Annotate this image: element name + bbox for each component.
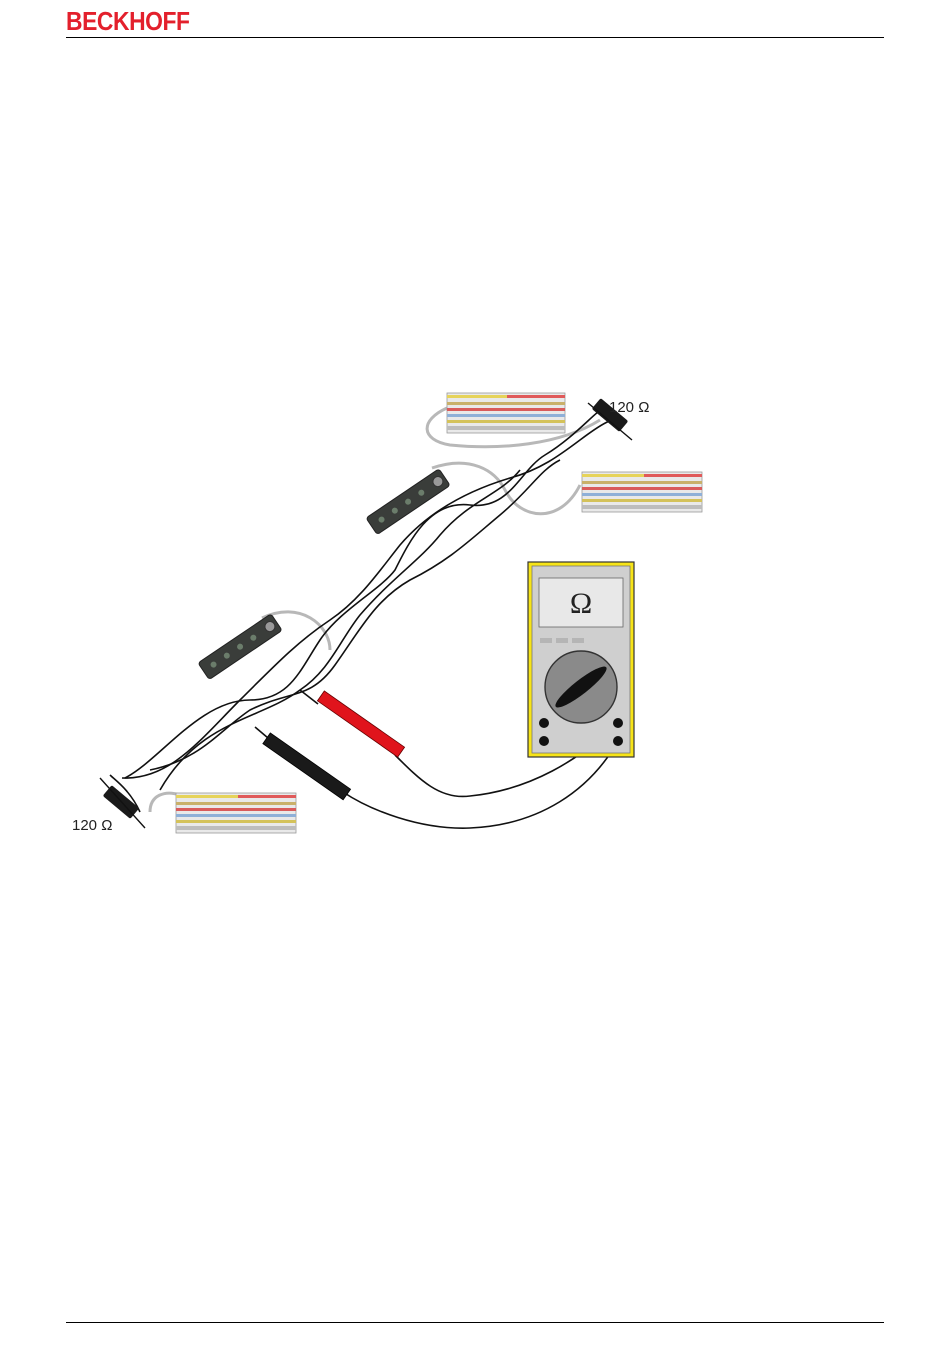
multimeter: Ω	[528, 562, 634, 757]
multimeter-display-symbol: Ω	[570, 587, 592, 620]
bus-resistance-measurement-figure: 120 Ω 120 Ω Ω	[0, 370, 950, 850]
terminal-block-bottom	[176, 793, 296, 833]
header-rule	[66, 37, 884, 38]
fieldbus-module-upper	[366, 469, 450, 535]
resistor-label-bottom: 120 Ω	[72, 817, 112, 834]
jack-left-bottom	[539, 736, 549, 746]
bus-wire-d	[160, 470, 520, 790]
resistor-label-top: 120 Ω	[609, 399, 649, 416]
jack-left-top	[539, 718, 549, 728]
terminal-block-top	[447, 393, 565, 433]
jack-right-bottom	[613, 736, 623, 746]
probe-black	[255, 727, 351, 800]
grey-cable-bottom-terminal	[150, 793, 180, 812]
terminal-block-right	[582, 472, 702, 512]
beckhoff-logo: BECKHOFF	[66, 6, 190, 36]
footer-rule	[66, 1322, 884, 1323]
probe-red	[300, 690, 405, 757]
jack-right-top	[613, 718, 623, 728]
